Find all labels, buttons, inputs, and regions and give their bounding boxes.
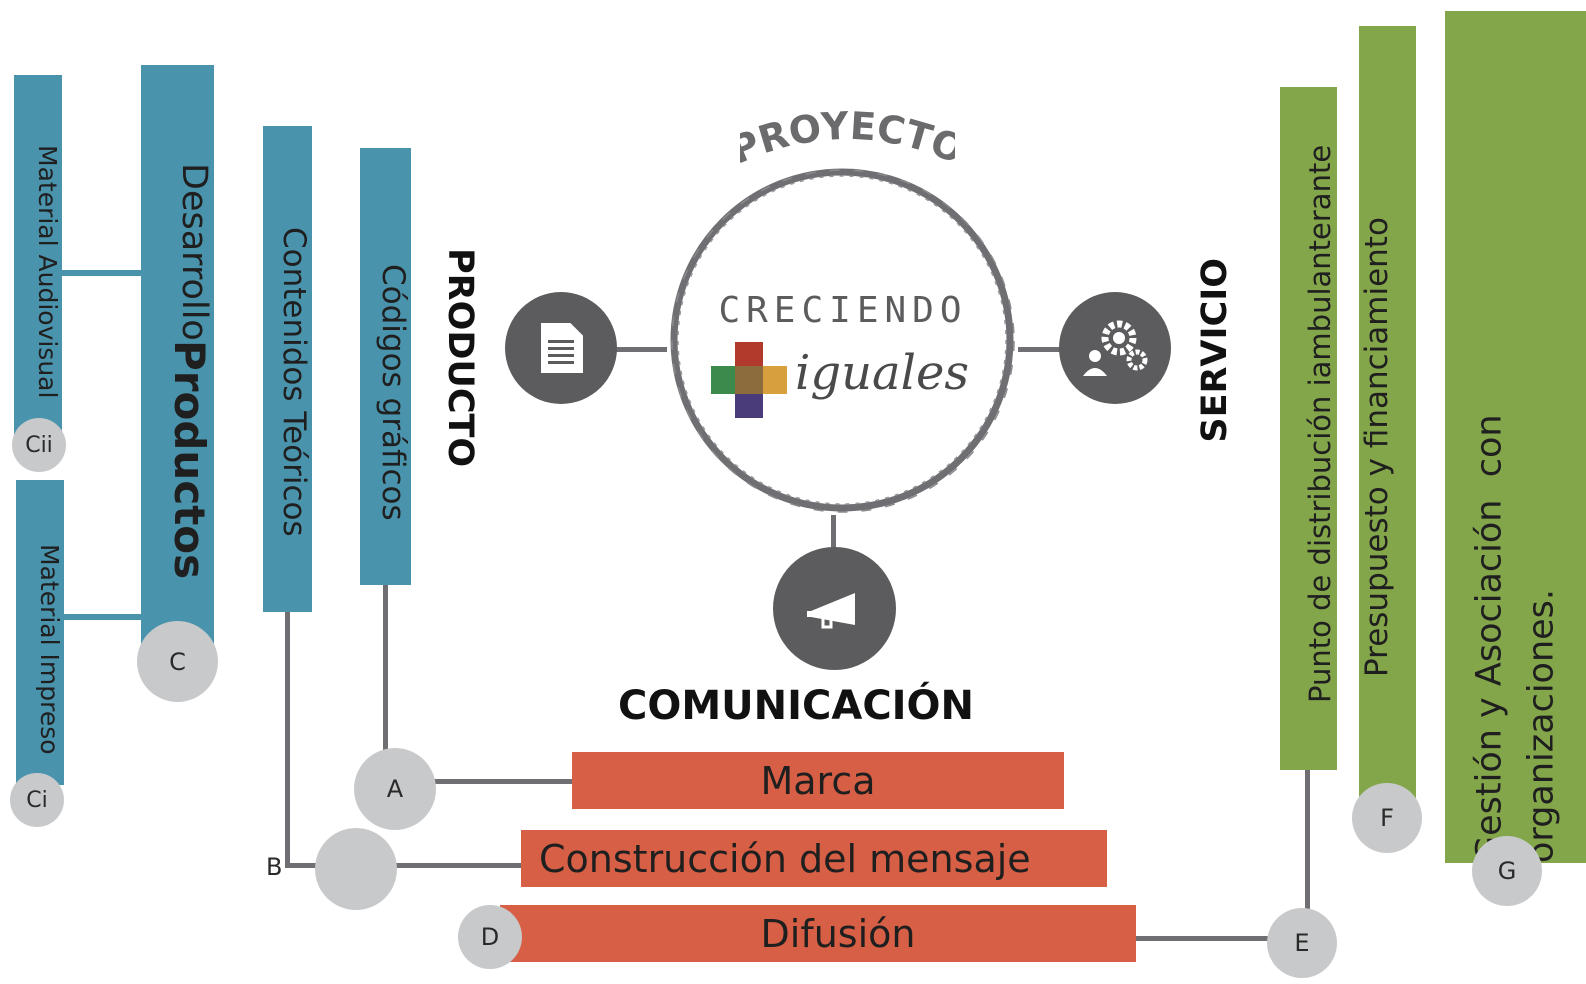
bar-construccion-mensaje-label: Construcción del mensaje bbox=[539, 836, 1031, 881]
logo-word-iguales: iguales bbox=[795, 345, 969, 401]
bar-material-impreso: Material Impreso bbox=[16, 480, 64, 785]
bar-presupuesto-label: Presupuesto y financiamiento bbox=[1359, 217, 1395, 677]
badge-g: G bbox=[1472, 836, 1542, 906]
logo-plus-icon bbox=[711, 342, 787, 418]
connector-audiovisual-desarrollo bbox=[62, 270, 142, 276]
servicio-icon-circle bbox=[1059, 292, 1171, 404]
center-ring bbox=[662, 160, 1022, 520]
bar-gestion-asociacion-label: Gestión y Asociación con organizaciones. bbox=[1445, 11, 1586, 863]
desarrollo-prefix: Desarrollo bbox=[174, 162, 214, 341]
bar-difusion-label: Difusión bbox=[760, 911, 916, 956]
badge-cii: Cii bbox=[12, 418, 66, 472]
bar-desarrollo-productos: Desarrollo Productos bbox=[141, 65, 214, 645]
bar-contenidos-teoricos: Contenidos Teóricos bbox=[263, 126, 312, 612]
heading-comunicacion: COMUNICACIÓN bbox=[618, 683, 975, 729]
badge-f: F bbox=[1352, 783, 1422, 853]
badge-b-label: B bbox=[266, 853, 283, 881]
gestion-line1: Gestión y Asociación con bbox=[1469, 414, 1510, 863]
bar-marca: Marca bbox=[572, 752, 1064, 809]
proyecto-label: PROYECTO bbox=[724, 104, 971, 173]
gestion-line2: organizaciones. bbox=[1521, 588, 1562, 863]
desarrollo-bold: Productos bbox=[165, 340, 214, 580]
connector-a-marca bbox=[430, 779, 575, 784]
connector-codigos-vertical bbox=[383, 585, 388, 765]
badge-c: C bbox=[137, 621, 218, 702]
bar-material-audiovisual: Material Audiovisual bbox=[14, 75, 62, 435]
bar-codigos-graficos-label: Códigos gráficos bbox=[375, 264, 411, 521]
badge-e: E bbox=[1267, 908, 1337, 978]
document-icon bbox=[541, 323, 583, 373]
connector-center-servicio bbox=[1018, 347, 1062, 352]
bar-difusion: Difusión bbox=[500, 905, 1136, 962]
connector-impreso-desarrollo bbox=[62, 614, 142, 620]
producto-icon-circle bbox=[505, 292, 617, 404]
connector-contenidos-vertical bbox=[285, 612, 290, 868]
badge-b-circle bbox=[315, 828, 397, 910]
bar-punto-distribucion-label: Punto de distribución iambulanterante bbox=[1303, 144, 1337, 703]
gears-person-icon bbox=[1083, 320, 1148, 376]
bar-material-impreso-label: Material Impreso bbox=[35, 543, 64, 755]
bar-gestion-asociacion: Gestión y Asociación con organizaciones. bbox=[1445, 11, 1586, 863]
megaphone-icon bbox=[806, 592, 855, 628]
bar-presupuesto: Presupuesto y financiamiento bbox=[1359, 26, 1416, 798]
connector-punto-e bbox=[1305, 770, 1310, 910]
bar-contenidos-teoricos-label: Contenidos Teóricos bbox=[276, 227, 312, 537]
connector-center-comunicacion bbox=[831, 515, 836, 551]
badge-a: A bbox=[354, 748, 436, 830]
heading-servicio: SERVICIO bbox=[1195, 258, 1235, 443]
bar-marca-label: Marca bbox=[760, 758, 876, 803]
bar-punto-distribucion: Punto de distribución iambulanterante bbox=[1280, 87, 1337, 770]
bar-codigos-graficos: Códigos gráficos bbox=[360, 148, 411, 585]
badge-ci: Ci bbox=[10, 773, 64, 827]
heading-producto: PRODUCTO bbox=[440, 248, 480, 468]
logo-word-creciendo: CRECIENDO bbox=[718, 290, 968, 331]
svg-text:PROYECTO: PROYECTO bbox=[740, 108, 955, 168]
bar-desarrollo-productos-label: Desarrollo Productos bbox=[141, 65, 214, 645]
connector-producto-center bbox=[615, 347, 667, 352]
bar-construccion-mensaje: Construcción del mensaje bbox=[521, 830, 1107, 887]
bar-material-audiovisual-label: Material Audiovisual bbox=[33, 145, 62, 399]
connector-b-horizontal bbox=[285, 863, 525, 868]
badge-d: D bbox=[458, 905, 522, 969]
connector-difusion-e bbox=[1135, 936, 1275, 941]
comunicacion-icon-circle bbox=[773, 547, 896, 670]
